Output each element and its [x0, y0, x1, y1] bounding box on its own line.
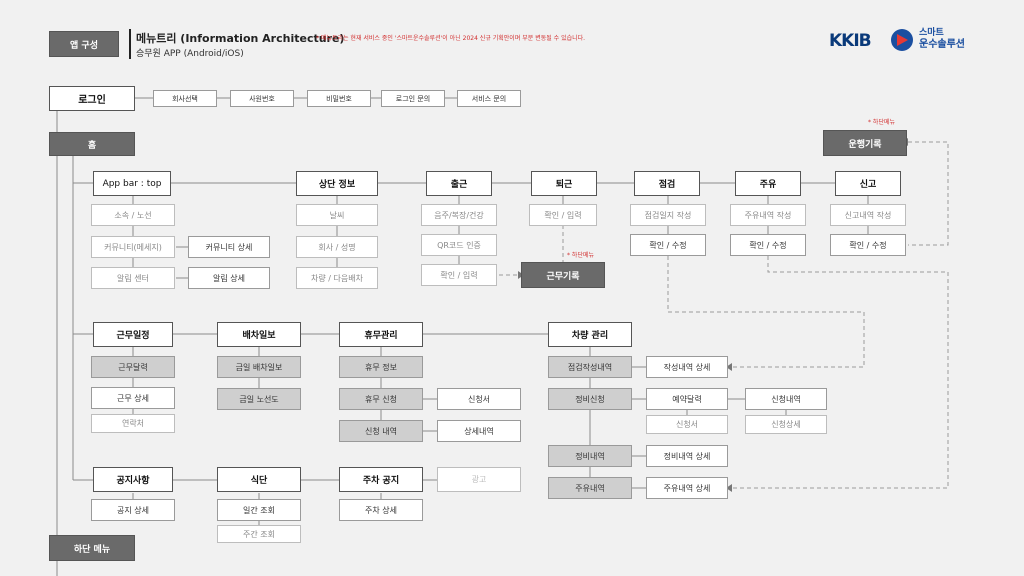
notice-detail[interactable]: 공지 상세	[91, 499, 175, 521]
appbar-notifications[interactable]: 알림 센터	[91, 267, 175, 289]
header-note-text: 메뉴트리는 현재 서비스 중인 '스마트운수솔루션'이 아닌 2024 신규 기…	[320, 35, 586, 42]
schedule-node[interactable]: 근무일정	[93, 322, 173, 347]
inspection-history[interactable]: 점검작성내역	[548, 356, 632, 378]
work-record-node[interactable]: 근무기록	[521, 262, 605, 288]
weather-item[interactable]: 날씨	[296, 204, 378, 226]
header-divider	[129, 29, 131, 59]
section-tag-label: 앱 구성	[70, 40, 98, 51]
login-employee-number[interactable]: 사원번호	[230, 90, 294, 107]
inspect-node[interactable]: 점검	[634, 171, 700, 196]
fuel-node[interactable]: 주유	[735, 171, 801, 196]
request-detail[interactable]: 신청상세	[745, 415, 827, 434]
written-history-detail[interactable]: 작성내역 상세	[646, 356, 728, 378]
top-info-node[interactable]: 상단 정보	[296, 171, 378, 196]
bottom-menu-note: * 하단메뉴	[868, 119, 896, 126]
login-password[interactable]: 비밀번호	[307, 90, 371, 107]
community-detail[interactable]: 커뮤니티 상세	[188, 236, 270, 258]
login-company-select[interactable]: 회사선택	[153, 90, 217, 107]
brand-logo-text: 스마트 운수솔루션	[919, 28, 965, 50]
kkib-logo: KKIB	[829, 31, 872, 51]
header-note: * 메뉴트리는 현재 서비스 중인 '스마트운수솔루션'이 아닌 2024 신규…	[316, 35, 586, 42]
appbar-community[interactable]: 커뮤니티(메세지)	[91, 236, 175, 258]
appbar-affiliation[interactable]: 소속 / 노선	[91, 204, 175, 226]
today-route-map[interactable]: 금일 노선도	[217, 388, 301, 410]
checkin-confirm[interactable]: 확인 / 입력	[421, 264, 497, 286]
home-node[interactable]: 홈	[49, 132, 135, 156]
fuel-history[interactable]: 주유내역	[548, 477, 632, 499]
meal-daily[interactable]: 일간 조회	[217, 499, 301, 521]
contacts[interactable]: 연락처	[91, 414, 175, 433]
fuel-confirm[interactable]: 확인 / 수정	[730, 234, 806, 256]
fuel-history-detail[interactable]: 주유내역 상세	[646, 477, 728, 499]
fuel-write[interactable]: 주유내역 작성	[730, 204, 806, 226]
reservation-calendar[interactable]: 예약달력	[646, 388, 728, 410]
leave-application-form[interactable]: 신청서	[437, 388, 521, 410]
today-dispatch[interactable]: 금일 배차일보	[217, 356, 301, 378]
drive-log-node[interactable]: 운행기록	[823, 130, 907, 156]
bottom-menu-note-text: 하단메뉴	[872, 119, 896, 126]
checkin-health[interactable]: 음주/복장/건강	[421, 204, 497, 226]
maintenance-request[interactable]: 정비신청	[548, 388, 632, 410]
parking-detail[interactable]: 주차 상세	[339, 499, 423, 521]
brand-line-2: 운수솔루션	[919, 39, 965, 50]
notification-detail[interactable]: 알림 상세	[188, 267, 270, 289]
leave-info[interactable]: 휴무 정보	[339, 356, 423, 378]
schedule-detail[interactable]: 근무 상세	[91, 387, 175, 409]
report-node[interactable]: 신고	[835, 171, 901, 196]
leave-detail-history[interactable]: 상세내역	[437, 420, 521, 442]
notice-node[interactable]: 공지사항	[93, 467, 173, 492]
login-inquiry[interactable]: 로그인 문의	[381, 90, 445, 107]
bottom-menu-note-2: * 하단메뉴	[567, 252, 595, 259]
ad-node[interactable]: 광고	[437, 467, 521, 492]
dispatch-node[interactable]: 배차일보	[217, 322, 301, 347]
maintenance-form[interactable]: 신청서	[646, 415, 728, 434]
checkout-confirm[interactable]: 확인 / 입력	[529, 204, 597, 226]
vehicle-node[interactable]: 차량 관리	[548, 322, 632, 347]
request-list[interactable]: 신청내역	[745, 388, 827, 410]
bottom-menu-node[interactable]: 하단 메뉴	[49, 535, 135, 561]
maintenance-detail[interactable]: 정비내역 상세	[646, 445, 728, 467]
brand-icon	[891, 29, 913, 51]
service-inquiry[interactable]: 서비스 문의	[457, 90, 521, 107]
inspect-write[interactable]: 점검일지 작성	[630, 204, 706, 226]
maintenance-history[interactable]: 정비내역	[548, 445, 632, 467]
leave-node[interactable]: 휴무관리	[339, 322, 423, 347]
report-confirm[interactable]: 확인 / 수정	[830, 234, 906, 256]
inspect-confirm[interactable]: 확인 / 수정	[630, 234, 706, 256]
meal-node[interactable]: 식단	[217, 467, 301, 492]
request-history[interactable]: 신청 내역	[339, 420, 423, 442]
appbar-node[interactable]: App bar : top	[93, 171, 171, 196]
brand-line-1: 스마트	[919, 28, 944, 38]
section-tag: 앱 구성	[49, 31, 119, 57]
page-title: 메뉴트리 (Information Architecture)	[136, 32, 345, 45]
checkout-node[interactable]: 퇴근	[531, 171, 597, 196]
login-node[interactable]: 로그인	[49, 86, 135, 111]
page-subtitle: 승무원 APP (Android/iOS)	[136, 49, 244, 59]
report-write[interactable]: 신고내역 작성	[830, 204, 906, 226]
company-name-item[interactable]: 회사 / 성명	[296, 236, 378, 258]
leave-request[interactable]: 휴무 신청	[339, 388, 423, 410]
parking-node[interactable]: 주차 공지	[339, 467, 423, 492]
checkin-qr[interactable]: QR코드 인증	[421, 234, 497, 256]
vehicle-dispatch-item[interactable]: 차량 / 다음배차	[296, 267, 378, 289]
bottom-menu-note-2-text: 하단메뉴	[571, 252, 595, 259]
checkin-node[interactable]: 출근	[426, 171, 492, 196]
meal-weekly[interactable]: 주간 조회	[217, 525, 301, 543]
schedule-calendar[interactable]: 근무달력	[91, 356, 175, 378]
